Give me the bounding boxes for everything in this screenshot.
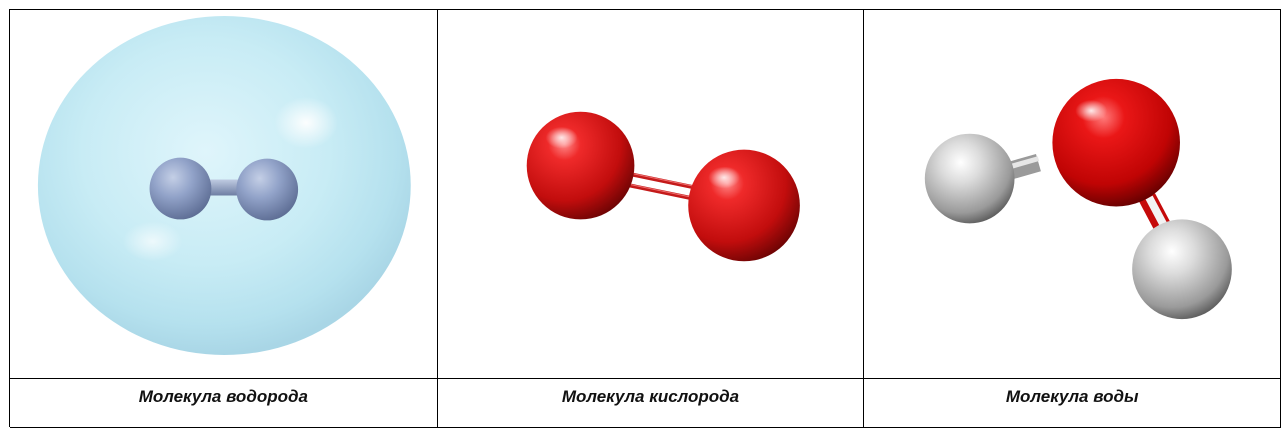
water-oxygen-shine [1075, 99, 1108, 122]
oxygen-image-cell [437, 10, 865, 379]
image-row [10, 10, 1281, 379]
hydrogen-molecule-image [37, 16, 411, 355]
double-bond [624, 171, 696, 201]
water-hydrogen-atom-left [925, 133, 1015, 224]
water-oxygen-atom [1052, 78, 1181, 207]
oxygen-atom-right-shine [707, 166, 740, 189]
hydrogen-atom-left [149, 157, 212, 220]
hydrogen-caption: Молекула водорода [10, 379, 438, 428]
caption-row: Молекула водорода Молекула кислорода Мол… [10, 379, 1281, 428]
oxygen-atom-left-shine [545, 126, 578, 149]
oxygen-molecule-image [526, 111, 800, 262]
hydrogen-image-cell [10, 10, 438, 379]
water-caption: Молекула воды [864, 379, 1281, 428]
oxygen-atom-right [687, 149, 800, 262]
molecule-table: Молекула водорода Молекула кислорода Мол… [9, 9, 1281, 428]
hydrogen-atom-right [236, 158, 299, 221]
water-image-cell [864, 10, 1281, 379]
cloud-highlight [274, 96, 338, 149]
cloud-highlight-lower [122, 221, 183, 262]
water-hydrogen-atom-right [1132, 219, 1233, 320]
water-molecule-image [925, 78, 1233, 320]
oxygen-caption: Молекула кислорода [437, 379, 865, 428]
oxygen-atom-left [526, 111, 635, 220]
